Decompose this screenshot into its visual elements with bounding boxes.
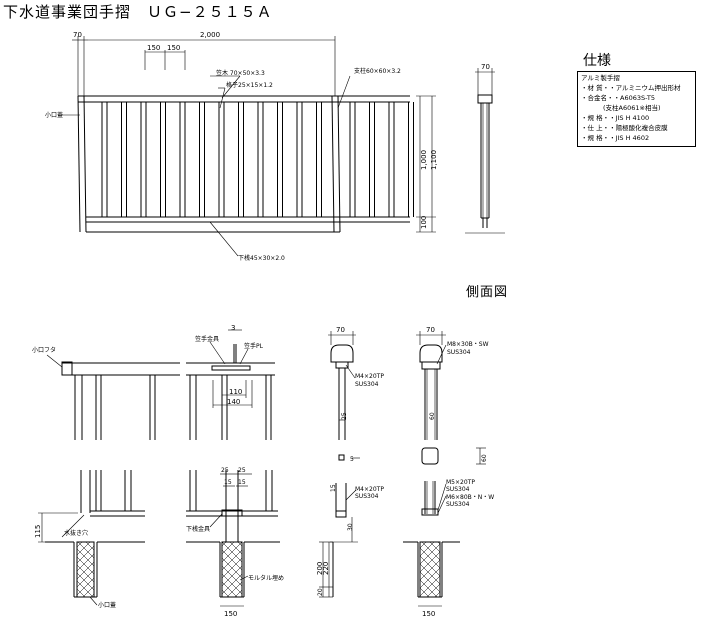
side-view-label: 側面図 bbox=[466, 285, 509, 300]
dim-2000: 2,000 bbox=[200, 31, 220, 39]
dim-25: 25 bbox=[341, 412, 348, 420]
label-bottom-cap: 小口蓋 bbox=[98, 601, 116, 609]
dim-220: 220 bbox=[322, 562, 330, 575]
spec-line: ・材 質・・アルミニウム押出形材 bbox=[581, 84, 681, 92]
label-sus304: SUS304 bbox=[447, 349, 471, 356]
detail-rail-end: 小口フタ bbox=[32, 346, 180, 440]
dim-150: 150 bbox=[167, 44, 180, 52]
label-baluster: 格子25×15×1.2 bbox=[226, 81, 273, 89]
label-sus304: SUS304 bbox=[446, 486, 470, 493]
label-sus304: SUS304 bbox=[355, 493, 379, 500]
spec-block: 仕様 アルミ製手摺 ・材 質・・アルミニウム押出形材 ・合金名・・A6063S-… bbox=[577, 50, 696, 147]
spec-line: ・仕 上・・陽極酸化複合皮膜 bbox=[581, 124, 668, 132]
dim-5: 5 bbox=[350, 456, 354, 463]
detail-small-post-base: 5 15 M4×20TP SUS304 30 200 220 20 bbox=[316, 454, 384, 598]
detail-rail-joint: 笠手金具 笠手PL 3 110 140 bbox=[186, 324, 275, 440]
detail-main-post-base: 60 M5×20TP SUS304 M6×80B・N・W SUS304 150 bbox=[403, 447, 494, 618]
dim-100: 100 bbox=[420, 216, 428, 229]
dim-150: 150 bbox=[224, 610, 237, 618]
label-screw-m5: M5×20TP bbox=[446, 479, 475, 486]
dim-1000: 1,000 bbox=[420, 150, 428, 170]
dim-25: 25 bbox=[221, 467, 229, 474]
front-elevation: 70 2,000 150 150 笠木 70×50×3.3 支柱60×60×3.… bbox=[45, 31, 438, 262]
dim-150: 150 bbox=[147, 44, 160, 52]
side-view: 70 bbox=[465, 63, 505, 234]
spec-heading: 仕様 bbox=[583, 53, 611, 69]
spec-line: アルミ製手摺 bbox=[581, 74, 620, 82]
dim-15: 15 bbox=[330, 484, 337, 492]
label-rail-fitting: 笠手金具 bbox=[195, 335, 219, 343]
label-rail-plate: 笠手PL bbox=[244, 342, 264, 350]
spec-line: ・合金名・・A6063S-T5 bbox=[581, 94, 655, 102]
label-end-cap-detail: 小口フタ bbox=[32, 346, 56, 354]
dim-3: 3 bbox=[231, 324, 235, 332]
label-drain-hole: 水抜き穴 bbox=[64, 529, 88, 537]
label-bolt-m8: M8×30B・SW bbox=[447, 341, 489, 348]
dim-70: 70 bbox=[73, 31, 82, 39]
dim-15: 15 bbox=[224, 479, 232, 486]
dim-110: 110 bbox=[229, 388, 242, 396]
label-end-cap: 小口蓋 bbox=[45, 111, 63, 119]
dim-70: 70 bbox=[426, 326, 435, 334]
dim-115: 115 bbox=[34, 525, 42, 538]
label-bottom-fitting: 下桟金具 bbox=[186, 525, 210, 533]
detail-top-section-small: 70 M4×20TP SUS304 25 bbox=[328, 326, 384, 440]
dim-15: 15 bbox=[238, 479, 246, 486]
balusters bbox=[101, 102, 414, 217]
dim-20: 20 bbox=[317, 588, 324, 596]
label-mortar: モルタル埋め bbox=[248, 574, 284, 582]
elevation-frame bbox=[77, 95, 410, 233]
drawing-title: 下水道事業団手摺 ＵＧ−２５１５Ａ bbox=[3, 3, 273, 21]
label-sus304: SUS304 bbox=[446, 501, 470, 508]
dim-150: 150 bbox=[422, 610, 435, 618]
label-top-rail: 笠木 70×50×3.3 bbox=[216, 69, 265, 77]
label-screw-m4: M4×20TP bbox=[355, 486, 384, 493]
side-dim-70: 70 bbox=[481, 63, 490, 71]
detail-base-fitting: 25 25 15 15 下桟金具 モルタル埋め 150 bbox=[186, 467, 284, 618]
dim-70: 70 bbox=[336, 326, 345, 334]
dim-30: 30 bbox=[347, 523, 354, 531]
detail-base-drain: 115 水抜き穴 小口蓋 bbox=[34, 470, 145, 609]
spec-box: アルミ製手摺 ・材 質・・アルミニウム押出形材 ・合金名・・A6063S-T5 … bbox=[577, 71, 696, 147]
label-bottom-rail: 下桟45×30×2.0 bbox=[238, 254, 285, 262]
dim-1100: 1,100 bbox=[430, 150, 438, 170]
dim-60: 60 bbox=[481, 454, 488, 462]
spec-line: (支柱A6061※相当) bbox=[603, 104, 661, 112]
label-screw-m4: M4×20TP bbox=[355, 373, 384, 380]
label-post: 支柱60×60×3.2 bbox=[354, 67, 401, 75]
dim-200: 200 bbox=[316, 562, 324, 575]
detail-top-section-post: 70 M8×30B・SW SUS304 60 bbox=[416, 326, 489, 440]
label-bolt-m6: M6×80B・N・W bbox=[446, 494, 494, 501]
label-sus304: SUS304 bbox=[355, 381, 379, 388]
dim-60: 60 bbox=[429, 412, 436, 420]
dim-140: 140 bbox=[227, 398, 240, 406]
elevation-dimensions bbox=[62, 36, 436, 257]
dim-25: 25 bbox=[238, 467, 246, 474]
spec-line: ・規 格・・JIS H 4602 bbox=[581, 134, 650, 142]
spec-line: ・規 格・・JIS H 4100 bbox=[581, 114, 650, 122]
